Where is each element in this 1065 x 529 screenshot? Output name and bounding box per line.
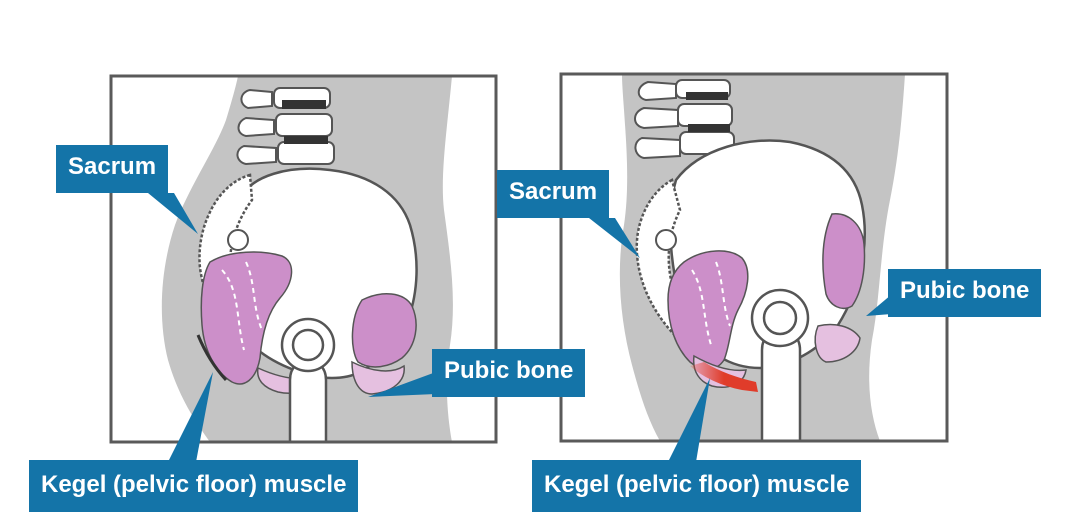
- right-femur: [750, 288, 810, 441]
- left-kegel-label: Kegel (pelvic floor) muscle: [29, 460, 359, 512]
- right-spine: [634, 79, 735, 160]
- left-kegel-pointer: [168, 372, 213, 462]
- right-sacrum-label: Sacrum: [497, 170, 610, 218]
- right-frame: [559, 72, 949, 443]
- right-kegel-label: Kegel (pelvic floor) muscle: [532, 460, 862, 512]
- right-muscle-back: [667, 250, 749, 370]
- left-pubic-bone-label: Pubic bone: [432, 349, 586, 397]
- left-sacrum-label: Sacrum: [56, 145, 169, 193]
- right-pubic-bone-label: Pubic bone: [888, 269, 1042, 317]
- right-pubic-pointer: [866, 294, 892, 316]
- right-tight-kegel-muscle: [690, 362, 758, 392]
- left-spine: [236, 87, 335, 166]
- right-kegel-pointer: [668, 378, 710, 462]
- left-pubic-pointer: [368, 372, 436, 397]
- left-frame: [109, 74, 498, 444]
- callout-pointers: [148, 193, 892, 462]
- right-panel: [559, 72, 949, 443]
- right-muscle-front: [822, 213, 866, 310]
- left-sacrum-pointer: [148, 193, 198, 234]
- left-muscle-front: [351, 293, 417, 368]
- left-femur: [280, 317, 336, 442]
- left-panel: [109, 74, 498, 444]
- left-muscle-back: [200, 251, 293, 385]
- right-sacrum-pointer: [589, 218, 640, 258]
